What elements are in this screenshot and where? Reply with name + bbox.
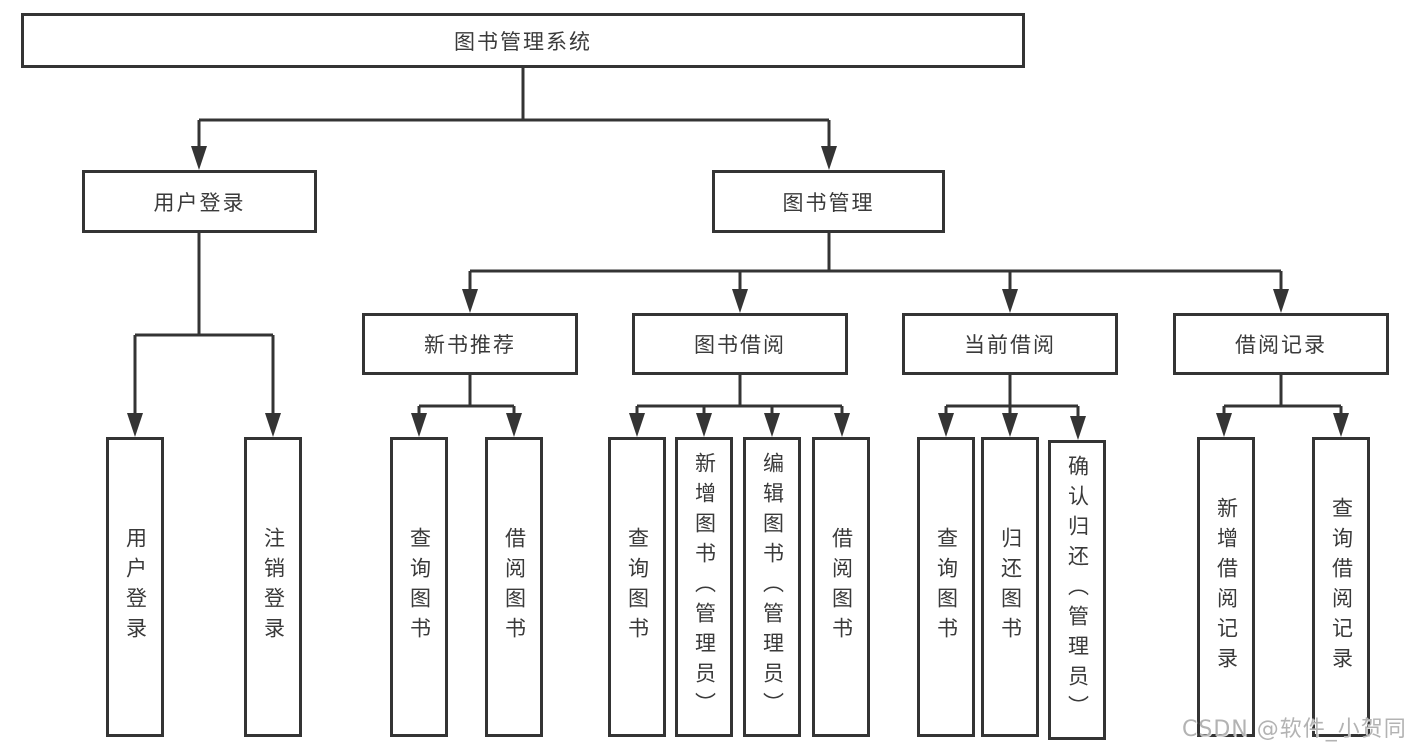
- arrow-down-icon: [732, 289, 748, 313]
- node-book-borrowing: 图书借阅: [632, 313, 848, 375]
- arrow-down-icon: [1216, 413, 1232, 437]
- node-label: 借阅图书: [829, 527, 854, 647]
- edge-book-borrowing-to-children: [635, 375, 844, 417]
- node-label: 编辑图书（管理员）: [760, 452, 785, 722]
- arrow-down-icon: [506, 413, 522, 437]
- node-user-login: 用户登录: [82, 170, 317, 233]
- node-label: 图书管理系统: [454, 29, 592, 54]
- leaf-borrow-books: 借阅图书: [812, 437, 870, 737]
- node-new-book-recommendation: 新书推荐: [362, 313, 578, 375]
- node-label: 新增借阅记录: [1214, 497, 1239, 677]
- node-label: 用户登录: [153, 190, 246, 215]
- node-label: 查询借阅记录: [1329, 497, 1354, 677]
- arrow-down-icon: [696, 413, 712, 437]
- leaf-return-books: 归还图书: [981, 437, 1039, 737]
- node-book-management: 图书管理: [712, 170, 945, 233]
- node-current-borrowing: 当前借阅: [902, 313, 1118, 375]
- arrow-down-icon: [265, 413, 281, 437]
- leaf-add-borrowing-record: 新增借阅记录: [1197, 437, 1255, 737]
- node-label: 借阅图书: [502, 527, 527, 647]
- leaf-query-books-recommendation: 查询图书: [390, 437, 448, 737]
- leaf-query-books-current: 查询图书: [917, 437, 975, 737]
- node-borrowing-records: 借阅记录: [1173, 313, 1389, 375]
- leaf-borrow-books-recommendation: 借阅图书: [485, 437, 543, 737]
- leaf-logout: 注销登录: [244, 437, 302, 737]
- arrow-down-icon: [821, 146, 837, 170]
- leaf-query-books-borrowing: 查询图书: [608, 437, 666, 737]
- node-label: 确认归还（管理员）: [1065, 455, 1090, 725]
- arrow-down-icon: [1002, 413, 1018, 437]
- node-label: 用户登录: [123, 527, 148, 647]
- edge-user-login-to-children: [133, 233, 275, 417]
- leaf-add-books-admin: 新增图书（管理员）: [675, 437, 733, 737]
- arrow-down-icon: [629, 413, 645, 437]
- node-label: 借阅记录: [1235, 333, 1327, 357]
- arrow-down-icon: [411, 413, 427, 437]
- edge-new-book-recommendation-to-children: [417, 375, 516, 417]
- leaf-user-login: 用户登录: [106, 437, 164, 737]
- arrow-down-icon: [938, 413, 954, 437]
- arrow-down-icon: [764, 413, 780, 437]
- arrow-down-icon: [1273, 289, 1289, 313]
- node-library-management-system: 图书管理系统: [21, 13, 1025, 68]
- edge-book-management-to-level3: [468, 233, 1283, 293]
- node-label: 新增图书（管理员）: [692, 452, 717, 722]
- arrowheads: [127, 146, 1349, 440]
- node-label: 当前借阅: [964, 333, 1056, 357]
- leaf-query-borrowing-record: 查询借阅记录: [1312, 437, 1370, 737]
- arrow-down-icon: [462, 289, 478, 313]
- leaf-edit-books-admin: 编辑图书（管理员）: [743, 437, 801, 737]
- edge-current-borrowing-to-children: [944, 375, 1080, 420]
- node-label: 新书推荐: [424, 333, 516, 357]
- arrow-down-icon: [127, 413, 143, 437]
- node-label: 图书管理: [782, 190, 875, 215]
- node-label: 注销登录: [261, 527, 286, 647]
- arrow-down-icon: [1070, 416, 1086, 440]
- node-label: 查询图书: [934, 527, 959, 647]
- node-label: 图书借阅: [694, 333, 786, 357]
- edge-borrowing-records-to-children: [1222, 375, 1343, 417]
- node-label: 归还图书: [998, 527, 1023, 647]
- arrow-down-icon: [1002, 289, 1018, 313]
- node-label: 查询图书: [625, 527, 650, 647]
- csdn-watermark: CSDN @软件_小贺同学: [1182, 717, 1405, 742]
- arrow-down-icon: [191, 146, 207, 170]
- node-label: 查询图书: [407, 527, 432, 647]
- leaf-confirm-return-admin: 确认归还（管理员）: [1048, 440, 1106, 740]
- edge-root-to-level2: [197, 68, 831, 150]
- arrow-down-icon: [1333, 413, 1349, 437]
- arrow-down-icon: [834, 413, 850, 437]
